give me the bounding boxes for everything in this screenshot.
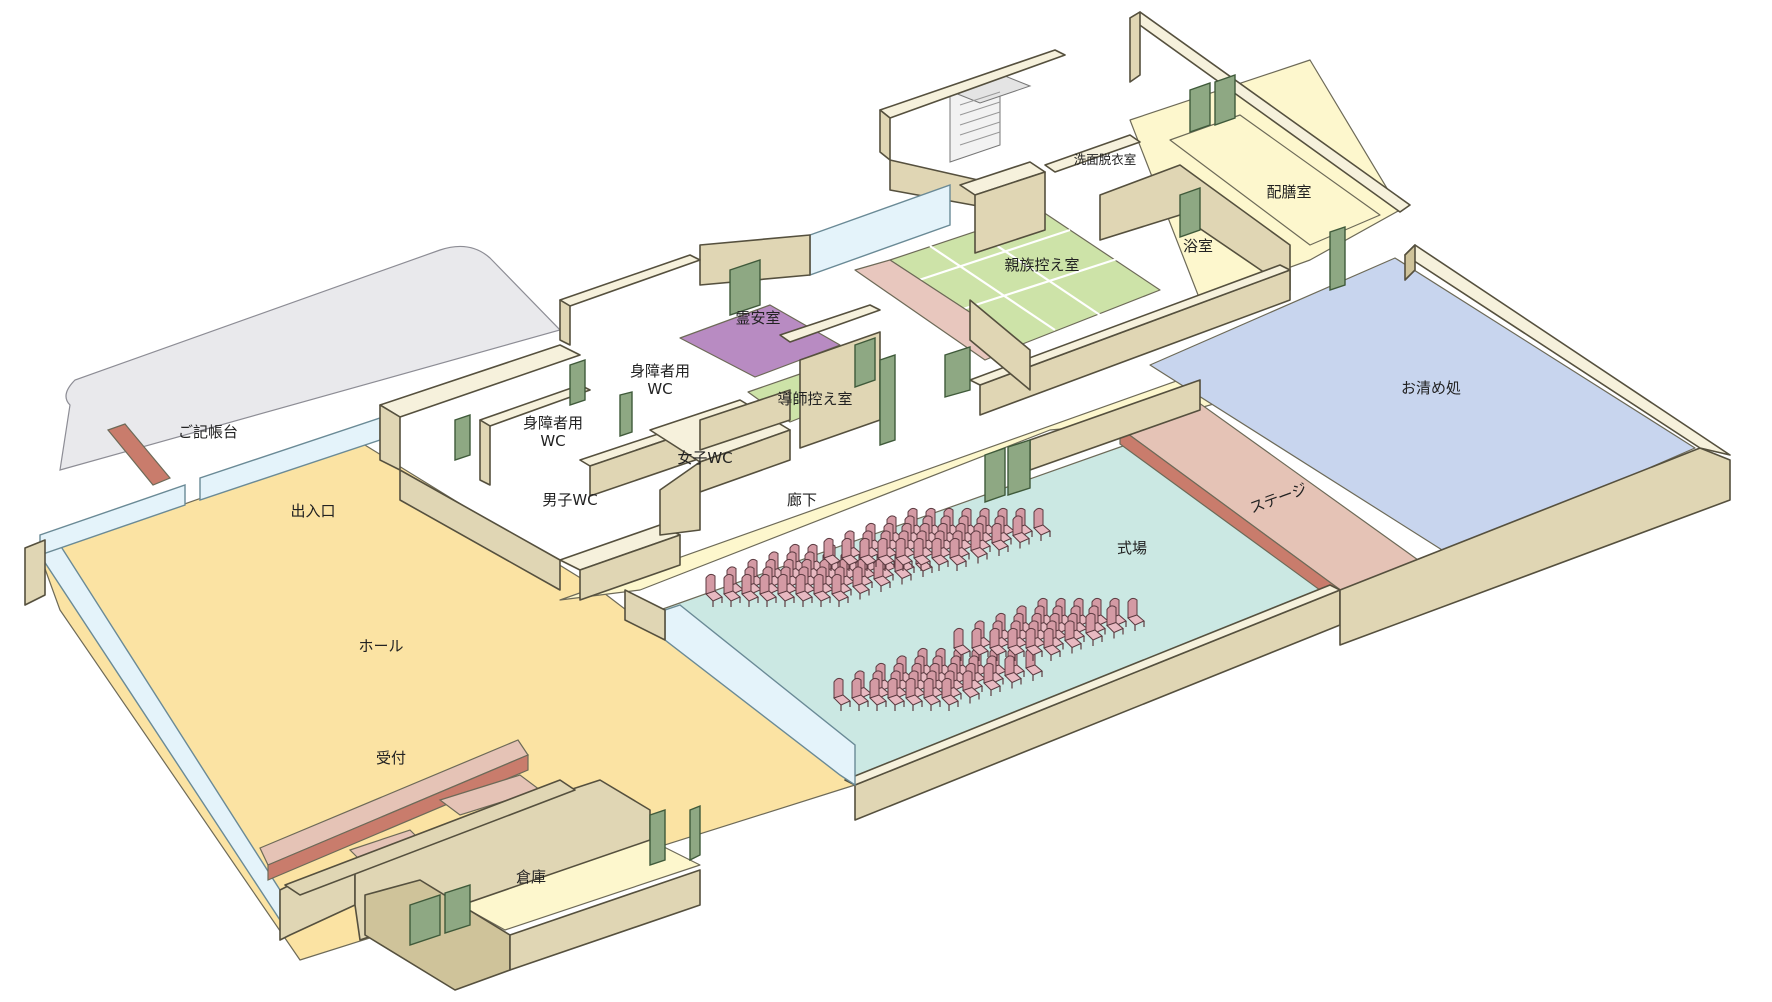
label-changing-room: 洗面脱衣室 [1074, 152, 1137, 167]
label-corridor: 廊下 [787, 491, 817, 509]
chair-icon [1043, 627, 1061, 661]
chair-icon [1064, 620, 1082, 654]
label-mortuary: 霊安室 [735, 309, 780, 327]
chair-icon [759, 573, 777, 607]
chair-icon [913, 537, 931, 571]
hall-left-wall-top [24, 539, 46, 606]
chair-icon [852, 566, 870, 600]
label-male-wc: 男子WC [542, 491, 597, 509]
chair-icon [1033, 507, 1051, 541]
chair-icon [895, 537, 913, 571]
chair-icon [841, 537, 859, 571]
label-guestbook: ご記帳台 [178, 423, 238, 441]
chair-icon [1025, 627, 1043, 661]
chair-icon [991, 522, 1009, 556]
chair-icon [823, 537, 841, 571]
right-outer-wall [1339, 447, 1731, 646]
label-entrance: 出入口 [290, 502, 335, 520]
wc-block [379, 254, 896, 601]
guestbook-stand [106, 423, 171, 486]
chair-icon [851, 677, 869, 711]
chair-icon [971, 627, 989, 661]
mortuary-floor [679, 304, 841, 378]
label-family-room: 親族控え室 [1004, 256, 1079, 274]
chair-icon [970, 530, 988, 564]
chair-icon [983, 662, 1001, 696]
chair-icon [1007, 627, 1025, 661]
chair-icon [813, 573, 831, 607]
reception-counter [259, 739, 576, 896]
stairs-icon [949, 75, 1032, 163]
chair-icon [1085, 612, 1103, 646]
label-female-wc: 女子WC [677, 449, 732, 467]
label-reception: 受付 [376, 749, 406, 767]
chair-icon [1004, 655, 1022, 689]
chair-icon [705, 573, 723, 607]
chair-icon [859, 537, 877, 571]
label-refreshment: お清め処 [1401, 379, 1461, 397]
chair-icon [989, 627, 1007, 661]
chair-icon [905, 677, 923, 711]
chair-icon [941, 677, 959, 711]
chair-icon [1106, 605, 1124, 639]
chair-icon [962, 670, 980, 704]
ceremony-seating [705, 507, 1145, 711]
chair-icon [923, 677, 941, 711]
outdoor-area [59, 245, 562, 471]
chair-icon [931, 537, 949, 571]
chair-icon [949, 537, 967, 571]
door-icon [649, 809, 666, 866]
chair-icon [887, 677, 905, 711]
chair-icon [1127, 597, 1145, 631]
label-ceremony-hall: 式場 [1117, 539, 1147, 557]
label-priest-room: 導師控え室 [777, 390, 852, 408]
refreshment-floor [1149, 257, 1696, 556]
chair-icon [831, 573, 849, 607]
label-hall: ホール [358, 637, 403, 655]
chair-icon [953, 627, 971, 661]
label-storage: 倉庫 [516, 868, 546, 886]
chair-icon [741, 573, 759, 607]
chair-icon [723, 573, 741, 607]
chair-icon [777, 573, 795, 607]
family-block [944, 74, 1346, 416]
label-bathroom: 浴室 [1183, 237, 1213, 255]
chair-icon [833, 677, 851, 711]
chair-icon [869, 677, 887, 711]
label-pantry: 配膳室 [1266, 183, 1311, 201]
chair-icon [877, 537, 895, 571]
chair-icon [1012, 515, 1030, 549]
chair-icon [795, 573, 813, 607]
